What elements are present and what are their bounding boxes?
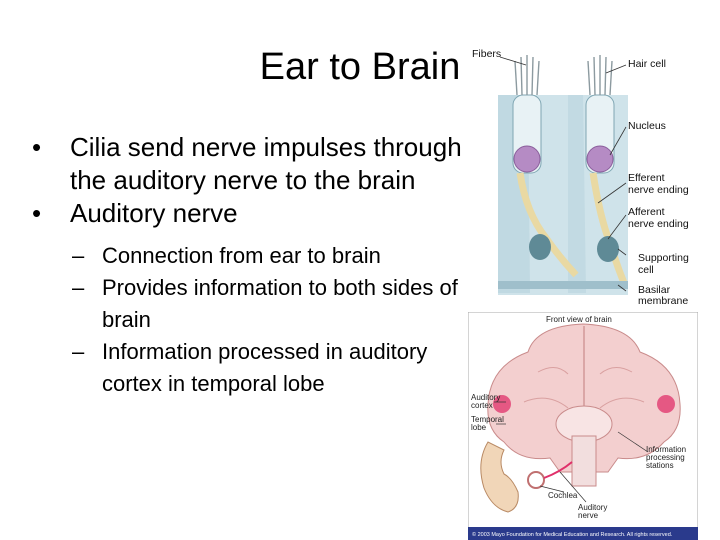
label-supporting-2: cell (638, 264, 654, 276)
sub-bullet-text: Connection from ear to brain (102, 243, 381, 268)
label-afferent-1: Afferent (628, 206, 665, 218)
label-auditory-nerve-2: nerve (578, 511, 599, 520)
dash-symbol: – (72, 243, 85, 268)
outer-ear (480, 441, 519, 513)
slide-title: Ear to Brain (259, 46, 461, 88)
cochlea-shape (527, 471, 545, 489)
label-efferent-1: Efferent (628, 172, 665, 184)
sub-bullet-text: Provides information to both sides of br… (102, 275, 458, 332)
hair-cell-figure: Fibers Hair cell Nucleus Efferent nerve … (468, 43, 720, 305)
nucleus-right (586, 145, 614, 173)
credit-text: © 2003 Mayo Foundation for Medical Educa… (472, 531, 673, 538)
sub-bullet-processed: – Information processed in auditory cort… (32, 336, 472, 400)
sub-bullet-text: Information processed in auditory cortex… (102, 339, 428, 396)
label-auditory-cortex-1: Auditory (471, 393, 500, 402)
auditory-nerve-path (543, 461, 573, 479)
credit-bar (468, 527, 698, 540)
brainstem (571, 435, 597, 487)
bullet-symbol: • (32, 132, 42, 162)
bullet-cilia: • Cilia send nerve impulses through the … (32, 131, 472, 197)
label-efferent-2: nerve ending (628, 184, 689, 196)
supporting-nucleus-right (597, 236, 619, 262)
label-afferent-2: nerve ending (628, 218, 689, 230)
label-auditory-nerve-1: Auditory (578, 503, 607, 512)
label-fibers: Fibers (472, 48, 501, 60)
label-temporal-lobe-2: lobe (471, 423, 487, 432)
label-info-1: Information (646, 445, 686, 454)
label-front-view: Front view of brain (546, 315, 612, 324)
label-nucleus: Nucleus (628, 120, 666, 132)
label-basilar-2: membrane (638, 295, 688, 305)
label-cochlea: Cochlea (548, 491, 578, 500)
label-supporting-1: Supporting (638, 252, 689, 264)
bullet-list: • Cilia send nerve impulses through the … (32, 131, 472, 400)
dash-symbol: – (72, 339, 85, 364)
supporting-nucleus-left (529, 234, 551, 260)
label-hair-cell: Hair cell (628, 58, 666, 70)
auditory-cortex-left (493, 395, 511, 413)
brain-figure: Front view of brain Auditory cortex Temp… (468, 312, 698, 540)
auditory-cortex-right (657, 395, 675, 413)
sub-bullet-provides: – Provides information to both sides of … (32, 272, 472, 336)
bullet-symbol: • (32, 198, 42, 228)
label-auditory-cortex-2: cortex (471, 401, 493, 410)
nucleus-left (513, 145, 541, 173)
label-info-2: processing (646, 453, 685, 462)
label-temporal-lobe-1: Temporal (471, 415, 504, 424)
bullet-auditory-nerve: • Auditory nerve (32, 197, 472, 230)
bullet-text: Auditory nerve (70, 198, 238, 228)
dash-symbol: – (72, 275, 85, 300)
label-info-3: stations (646, 461, 674, 470)
sub-bullet-connection: – Connection from ear to brain (32, 240, 472, 272)
bullet-text: Cilia send nerve impulses through the au… (70, 132, 462, 195)
sub-bullet-list: – Connection from ear to brain – Provide… (32, 240, 472, 400)
label-basilar-1: Basilar (638, 284, 671, 296)
